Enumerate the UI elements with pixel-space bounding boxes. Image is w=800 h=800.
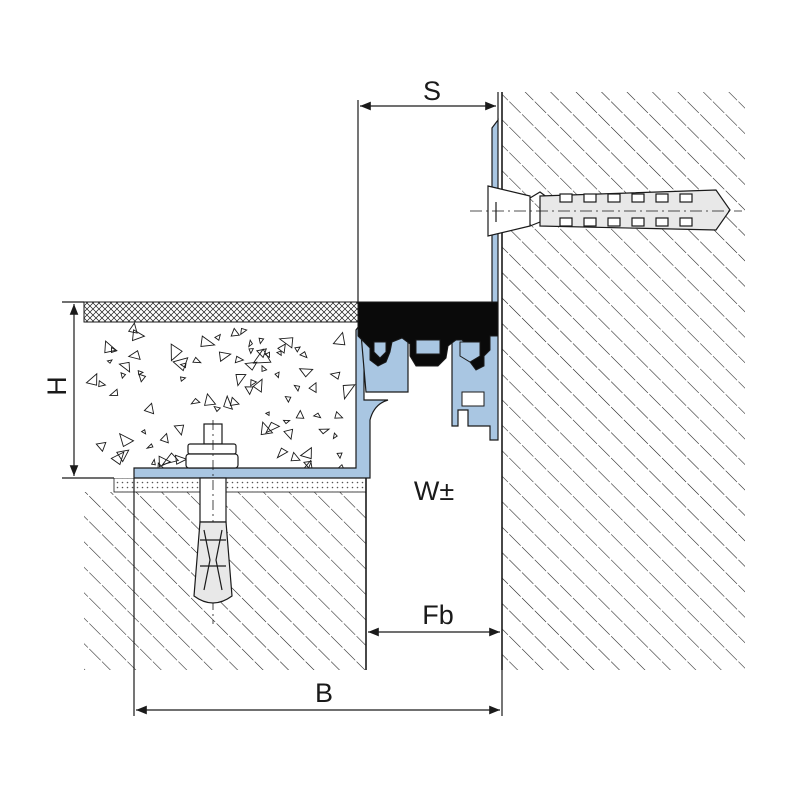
aggregate-chip (282, 419, 291, 425)
aggregate-chip (252, 378, 263, 393)
dimension-s (357, 92, 499, 302)
aggregate-chip (229, 396, 240, 407)
aggregate-chip (145, 443, 154, 449)
aggregate-chip (179, 362, 187, 369)
dimension-b (133, 478, 503, 716)
aggregate-chip (85, 372, 98, 386)
aggregate-chip (140, 428, 147, 435)
floor-anchor-bolt (185, 420, 239, 624)
aggregate-chip (244, 361, 258, 371)
aggregate-chip (234, 355, 245, 364)
aggregate-chip (329, 371, 341, 380)
aggregate-chip (260, 421, 274, 436)
aggregate-chip (312, 412, 322, 419)
aggregate-chip (150, 458, 156, 466)
aggregate-chip (200, 335, 216, 348)
aggregate-chip (248, 339, 253, 348)
aggregate-chip (258, 337, 265, 345)
aggregate-chip (298, 368, 314, 378)
aggregate-chip (131, 329, 146, 342)
aggregate-chip (213, 405, 222, 413)
aggregate-chip (278, 337, 294, 349)
aggregate-chip (290, 451, 301, 462)
right-aluminium-profile (451, 118, 499, 441)
bedding-layer (113, 477, 367, 493)
aggregate-chip (95, 441, 107, 453)
dimension-label-b: B (315, 678, 333, 708)
aggregate-chip (218, 351, 232, 363)
aggregate-chip (214, 333, 221, 341)
aggregate-chip (161, 452, 180, 466)
aggregate-chip (127, 322, 138, 334)
aggregate-chip (265, 421, 281, 434)
aggregate-chip (274, 371, 280, 379)
aggregate-chip (106, 359, 113, 364)
dimension-label-s: S (423, 76, 441, 106)
aggregate-chip (318, 428, 331, 435)
aggregate-chip (261, 364, 268, 373)
right-profile-anchor-slot (461, 391, 485, 407)
aggregate-chip (294, 346, 301, 353)
aggregate-chip (284, 396, 292, 404)
aggregate-chip (104, 340, 118, 354)
aggregate-chip (295, 409, 305, 419)
aggregate-chip (174, 454, 188, 465)
rubber-seal-insert (357, 301, 499, 371)
aggregate-chip (240, 327, 248, 336)
aggregate-chip (248, 348, 255, 355)
aggregate-chip (276, 447, 289, 459)
aggregate-chip (137, 370, 145, 376)
aggregate-chip (223, 394, 234, 410)
aggregate-chip (192, 356, 202, 364)
aggregate-chip (303, 460, 312, 469)
aggregate-chip (138, 373, 147, 383)
aggregate-chip (332, 432, 338, 440)
aggregate-chip (190, 397, 201, 405)
aggregate-chip (308, 381, 317, 394)
aggregate-chip (118, 432, 135, 448)
aggregate-chip (283, 428, 294, 441)
aggregate-chip (159, 432, 169, 444)
aggregate-chip (179, 376, 187, 383)
aggregate-chip (293, 384, 301, 393)
aggregate-chip (110, 346, 118, 354)
dimension-h (62, 301, 114, 479)
seal-keys (373, 339, 481, 363)
aggregate-chip (120, 372, 127, 380)
floor-finish-layer (83, 301, 359, 323)
aggregate-chip (342, 384, 356, 401)
wall-anchor-plug (470, 185, 742, 237)
dimension-label-fb: Fb (422, 600, 454, 630)
aggregate-chip (299, 446, 312, 460)
aggregate-chip (264, 411, 270, 417)
aggregate-chip (230, 327, 241, 337)
aggregate-chip (158, 455, 172, 468)
aggregate-chip (334, 410, 344, 419)
aggregate-chip (110, 451, 125, 466)
aggregate-chip (250, 379, 258, 387)
aggregate-chip (275, 350, 282, 357)
aggregate-chip (98, 379, 107, 388)
dimension-label-w: W± (414, 476, 454, 506)
dimension-label-h: H (42, 376, 72, 396)
aggregate-chip (332, 331, 346, 346)
aggregate-chip (252, 348, 272, 364)
aggregate-chip (143, 402, 155, 415)
aggregate-chip (170, 343, 183, 362)
right-wall-substrate (501, 92, 745, 670)
aggregate-chip (235, 374, 247, 387)
aggregate-chip (336, 452, 343, 460)
aggregate-chip (118, 361, 131, 373)
aggregate-chip (108, 388, 119, 396)
aggregate-chip (127, 349, 141, 361)
aggregate-chip (116, 449, 130, 463)
aggregate-chip (173, 424, 185, 437)
aggregate-chip (244, 386, 254, 396)
aggregate-chip (299, 351, 308, 359)
aggregate-chip (204, 392, 217, 406)
